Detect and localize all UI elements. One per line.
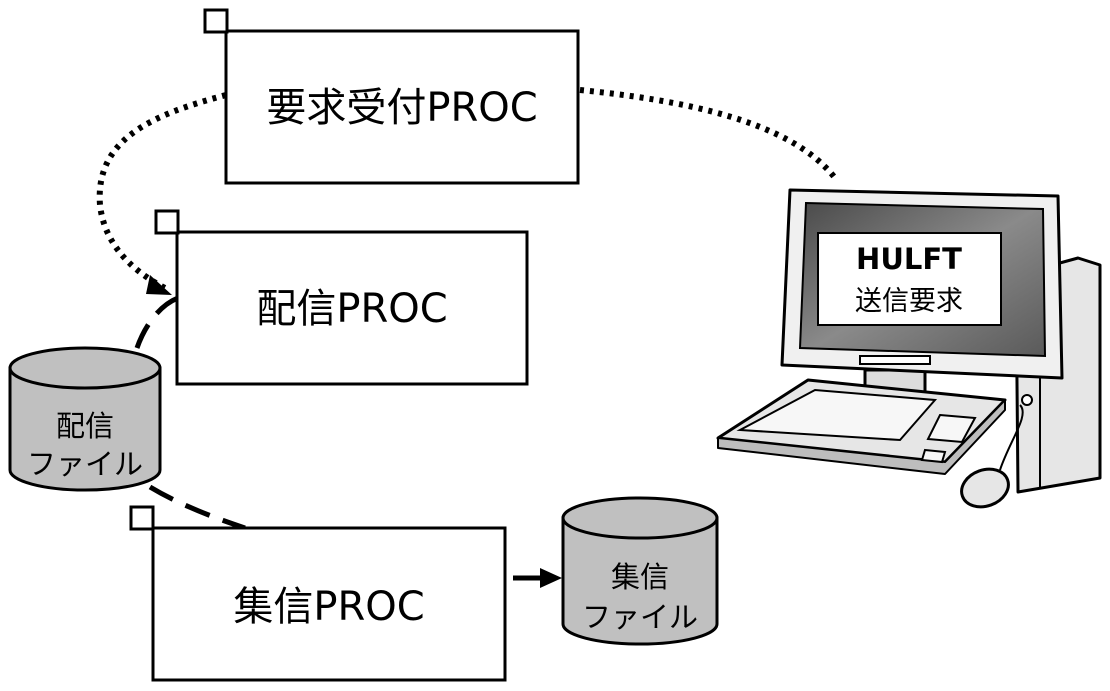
dashed-line-send-file-to-proc <box>134 295 180 349</box>
dashed-line-send-file-to-receive-proc <box>148 484 246 531</box>
dotted-line-to-computer <box>579 87 838 180</box>
process-label-receive: 集信PROC <box>233 584 424 630</box>
monitor: HULFT 送信要求 <box>780 188 1064 380</box>
process-box-send: 配信PROC <box>154 209 529 386</box>
receive-file-label-line2: ファイル <box>582 600 698 634</box>
computer-icon: HULFT 送信要求 <box>716 188 1102 509</box>
send-file-cylinder: 配信 ファイル <box>8 346 162 492</box>
screen-label-box <box>817 232 1002 326</box>
arrowhead-receive-file <box>540 568 562 588</box>
arrowhead-send-proc <box>146 275 172 295</box>
process-label-send: 配信PROC <box>256 286 447 332</box>
screen-subtitle: 送信要求 <box>855 286 963 317</box>
receive-file-label-line1: 集信 <box>611 560 669 594</box>
process-label-request-receive: 要求受付PROC <box>266 85 537 131</box>
mouse-cable <box>999 404 1024 471</box>
send-file-label-line2: ファイル <box>27 447 143 481</box>
screen-title: HULFT <box>856 242 962 276</box>
process-box-receive: 集信PROC <box>129 505 507 682</box>
dotted-arrow-to-send-proc <box>96 92 227 291</box>
mouse <box>960 467 1010 509</box>
send-file-label-line1: 配信 <box>56 409 114 443</box>
process-box-request-receive: 要求受付PROC <box>203 8 580 185</box>
receive-file-cylinder: 集信 ファイル <box>561 496 719 646</box>
keyboard <box>716 378 1007 475</box>
